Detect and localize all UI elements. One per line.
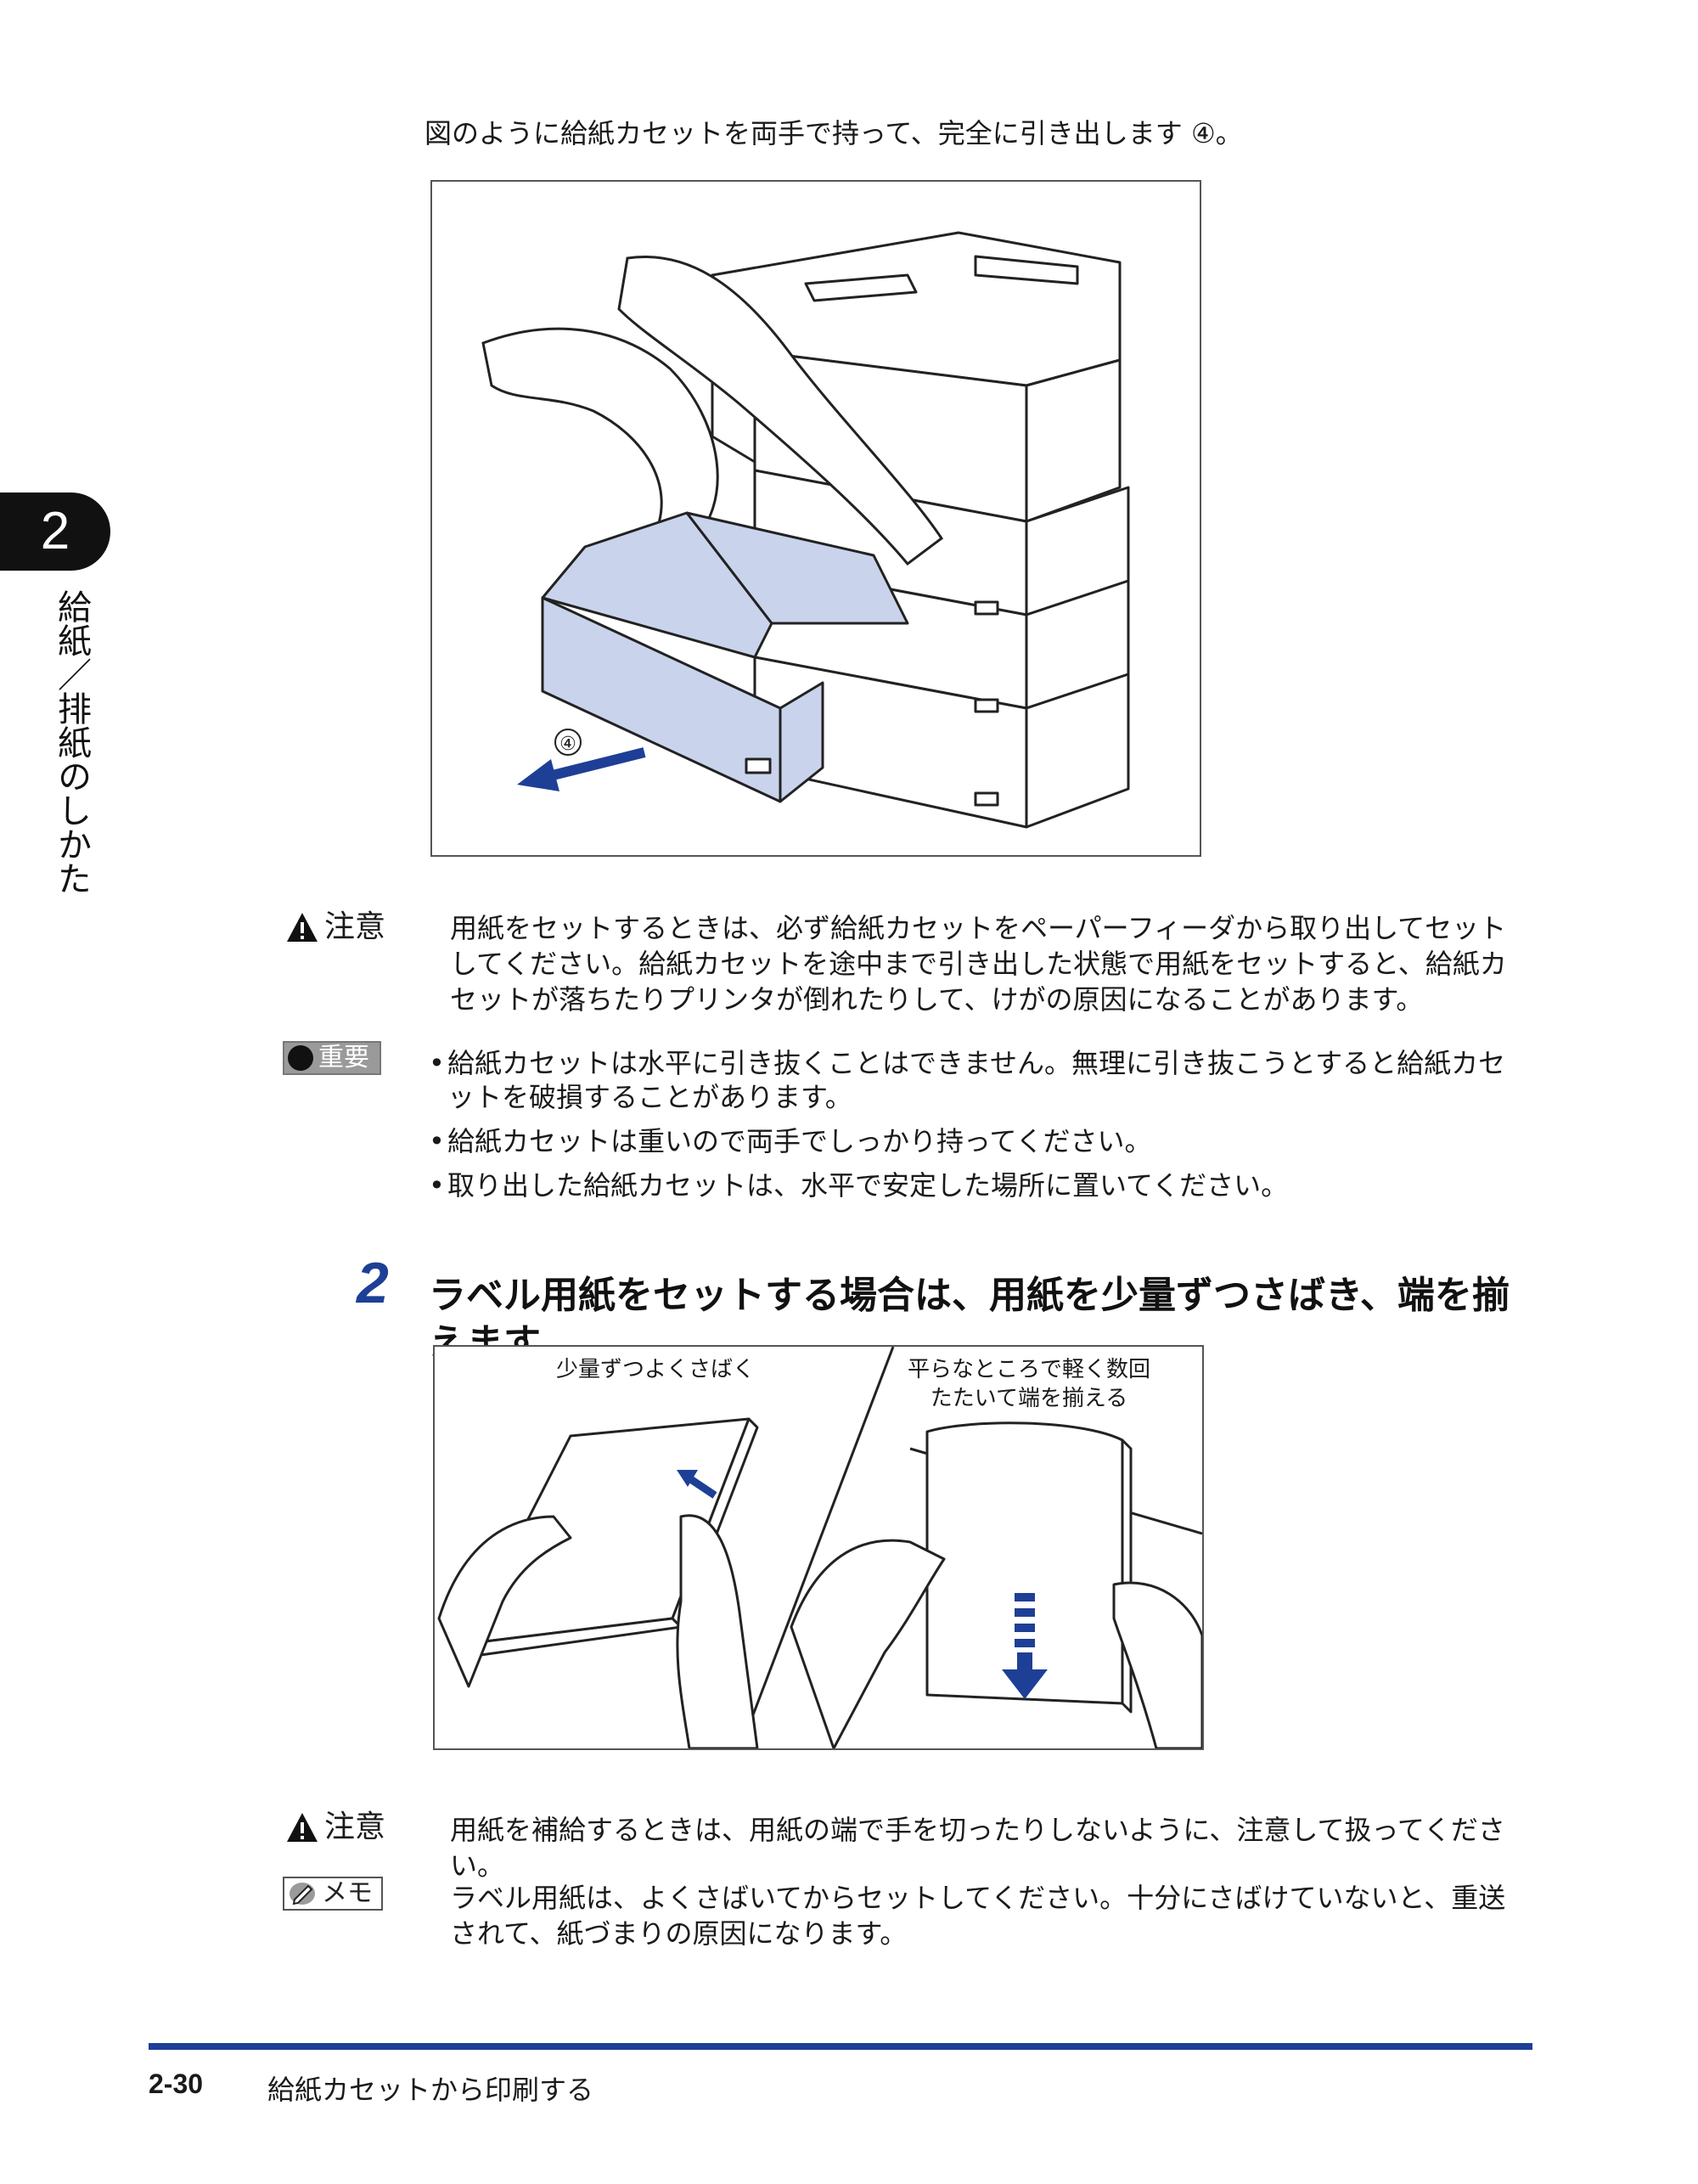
pull-arrow-icon bbox=[517, 747, 646, 791]
caution-label-2: 注意 bbox=[285, 1809, 385, 1846]
pencil-memo-icon bbox=[290, 1883, 315, 1905]
step-text: ラベル用紙をセットする場合は、用紙を少量ずつさばき、端を揃えます。 bbox=[429, 1274, 1510, 1365]
paper-fanning-figure: 少量ずつよくさばく 平らなところで軽く数回 たたいて端を揃える bbox=[433, 1345, 1204, 1750]
footer-rule bbox=[149, 2043, 1532, 2050]
printer-illustration: ④ bbox=[481, 231, 1130, 829]
tap-down-arrow-icon bbox=[1002, 1593, 1048, 1699]
fan-arrow-icon bbox=[677, 1470, 717, 1499]
page-number: 2-30 bbox=[149, 2069, 204, 2099]
left-caption: 少量ずつよくさばく bbox=[555, 1357, 755, 1382]
important-label: 重要 bbox=[283, 1041, 381, 1075]
step-marker: ④ bbox=[559, 734, 576, 755]
caution-label-text: 注意 bbox=[324, 1810, 386, 1844]
caution-text: 用紙をセットするときは、必ず給紙カセットをペーパーフィーダから取り出してセットし… bbox=[450, 912, 1507, 1016]
caution-text-2: 用紙を補給するときは、用紙の端で手を切ったりしないように、注意して扱ってください… bbox=[450, 1814, 1505, 1882]
memo-label: メモ bbox=[283, 1877, 383, 1911]
right-caption-line1: 平らなところで軽く数回 bbox=[907, 1357, 1150, 1382]
chapter-tab: 2 bbox=[0, 493, 110, 571]
step-number: 2 bbox=[357, 1251, 389, 1315]
warning-triangle-icon bbox=[287, 1813, 318, 1842]
warning-triangle-icon bbox=[287, 913, 318, 942]
list-item: 取り出した給紙カセットは、水平で安定した場所に置いてください。 bbox=[429, 1168, 1532, 1202]
memo-label-text: メモ bbox=[322, 1878, 373, 1908]
important-list: 給紙カセットは水平に引き抜くことはできません。無理に引き抜こうとすると給紙カセッ… bbox=[429, 1046, 1532, 1213]
chapter-number: 2 bbox=[40, 502, 70, 560]
printer-tray-figure: ④ bbox=[430, 180, 1201, 857]
footer-section-title: 給紙カセットから印刷する bbox=[267, 2074, 594, 2106]
chapter-title: 給紙／排紙のしかた bbox=[52, 589, 91, 895]
caution-label: 注意 bbox=[285, 909, 385, 946]
intro-text: 図のように給紙カセットを両手で持って、完全に引き出します ④。 bbox=[424, 117, 1243, 149]
list-item: 給紙カセットは水平に引き抜くことはできません。無理に引き抜こうとすると給紙カセッ… bbox=[429, 1046, 1532, 1114]
list-item: 給紙カセットは重いので両手でしっかり持ってください。 bbox=[429, 1124, 1532, 1158]
right-caption-line2: たたいて端を揃える bbox=[930, 1386, 1128, 1411]
memo-text: ラベル用紙は、よくさばいてからセットしてください。十分にさばけていないと、重送さ… bbox=[450, 1882, 1506, 1950]
important-label-text: 重要 bbox=[318, 1043, 369, 1072]
hand-stop-icon bbox=[288, 1045, 313, 1071]
paper-illustration bbox=[437, 1347, 1202, 1748]
caution-label-text: 注意 bbox=[324, 909, 386, 944]
